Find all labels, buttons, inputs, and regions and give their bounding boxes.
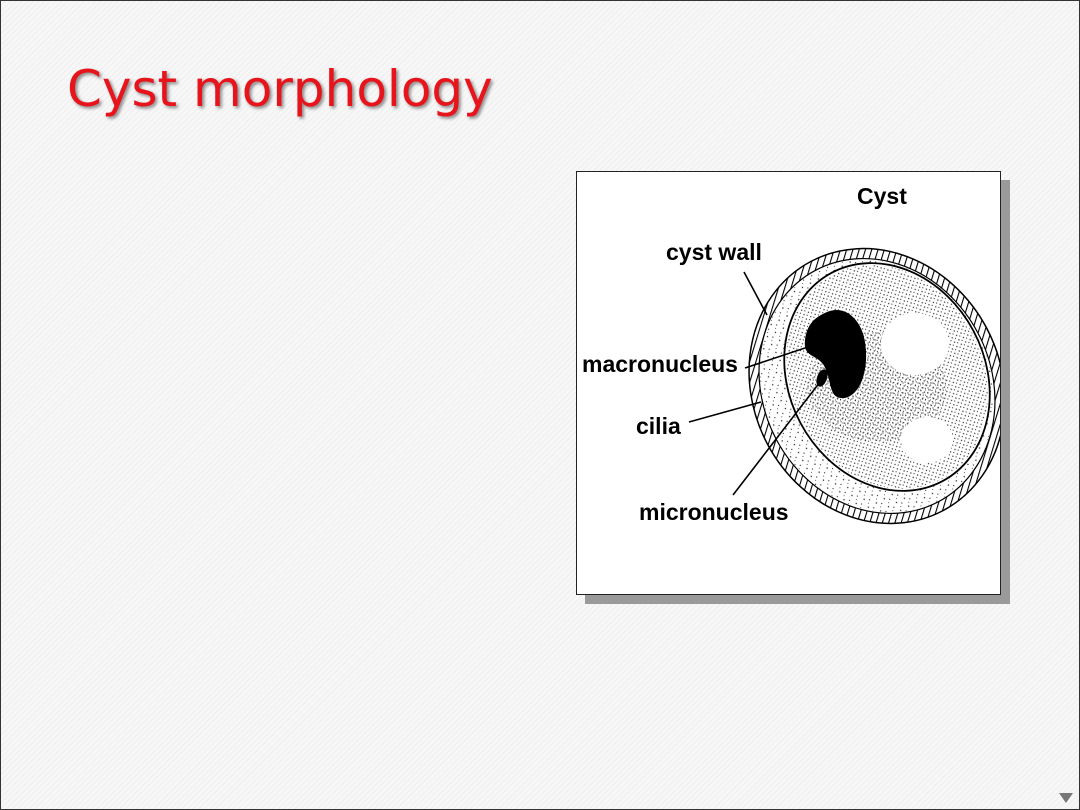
cilia-label: cilia xyxy=(636,413,681,439)
leader-lines xyxy=(688,271,821,496)
vacuoles xyxy=(881,313,953,463)
macronucleus-label: macronucleus xyxy=(582,351,738,377)
heading-label: Cyst xyxy=(857,183,907,209)
slide-nav-arrow-icon[interactable] xyxy=(1059,793,1073,803)
cyst-diagram: Cyst cyst wall macronucleus cilia micron… xyxy=(576,171,1001,595)
cyst-illustration: Cyst cyst wall macronucleus cilia micron… xyxy=(582,183,1000,525)
macronucleus-shape xyxy=(804,310,867,399)
micronucleus-label: micronucleus xyxy=(639,499,789,525)
cyst-wall-label: cyst wall xyxy=(666,239,762,265)
slide-title: Cyst morphology xyxy=(67,60,493,118)
